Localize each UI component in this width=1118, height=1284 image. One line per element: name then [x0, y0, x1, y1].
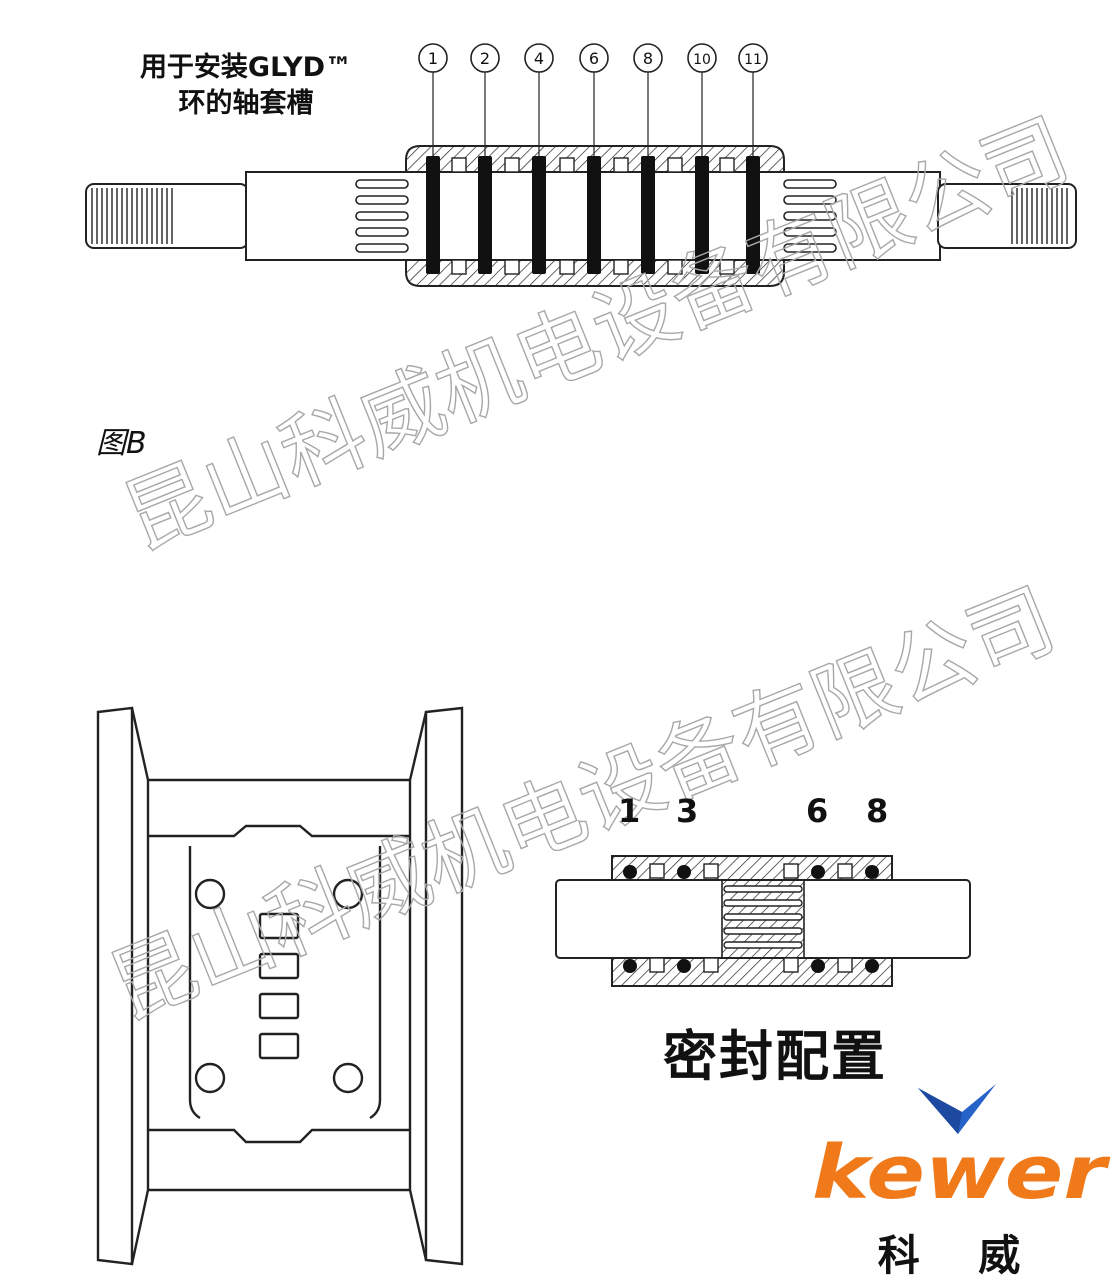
seal-number: 1 [618, 792, 641, 830]
seal-config-diagram [555, 855, 971, 987]
title-line-1: 用于安装GLYD™ [139, 52, 353, 83]
bracket-frame [96, 706, 464, 1266]
groove-number: 2 [480, 49, 490, 68]
leader-lines [432, 72, 754, 156]
watermark-line-2: 昆山科威机电设备有限公司 [97, 570, 1068, 1038]
title-line-2: 环的轴套槽 [178, 88, 314, 119]
oil-slots-right [783, 179, 837, 253]
groove-number-circles [418, 43, 768, 73]
groove-number-labels: 1 2 4 6 8 10 11 [428, 49, 762, 68]
page-title: 用于安装GLYD™ 环的轴套槽 [96, 50, 396, 122]
seal-rings [623, 865, 879, 973]
groove-number: 10 [693, 52, 711, 68]
groove-number: 1 [428, 49, 438, 68]
thread-lines-right [1011, 188, 1068, 244]
groove-number: 6 [589, 49, 599, 68]
brand-name-cn: 科 威 [877, 1231, 1043, 1280]
oil-slots-left [355, 179, 409, 253]
groove-number: 8 [643, 49, 653, 68]
groove-number: 4 [534, 49, 544, 68]
seal-config-title: 密封配置 [663, 1025, 887, 1088]
seal-number: 6 [806, 792, 829, 830]
shaft-assembly-top: 1 2 4 6 8 10 11 [85, 43, 1077, 287]
glyd-rings [426, 156, 760, 274]
seal-empty-grooves [649, 863, 853, 973]
seal-number: 8 [866, 792, 889, 830]
groove-number: 11 [744, 52, 762, 68]
logo-wordmark: kewer [812, 1130, 1111, 1216]
brand-logo: kewer [812, 1084, 1111, 1216]
seal-oil-slots [723, 885, 803, 949]
thread-lines-left [91, 188, 173, 244]
figure-label: 图B [96, 426, 147, 461]
groove-squares [451, 157, 735, 275]
seal-number: 3 [676, 792, 699, 830]
